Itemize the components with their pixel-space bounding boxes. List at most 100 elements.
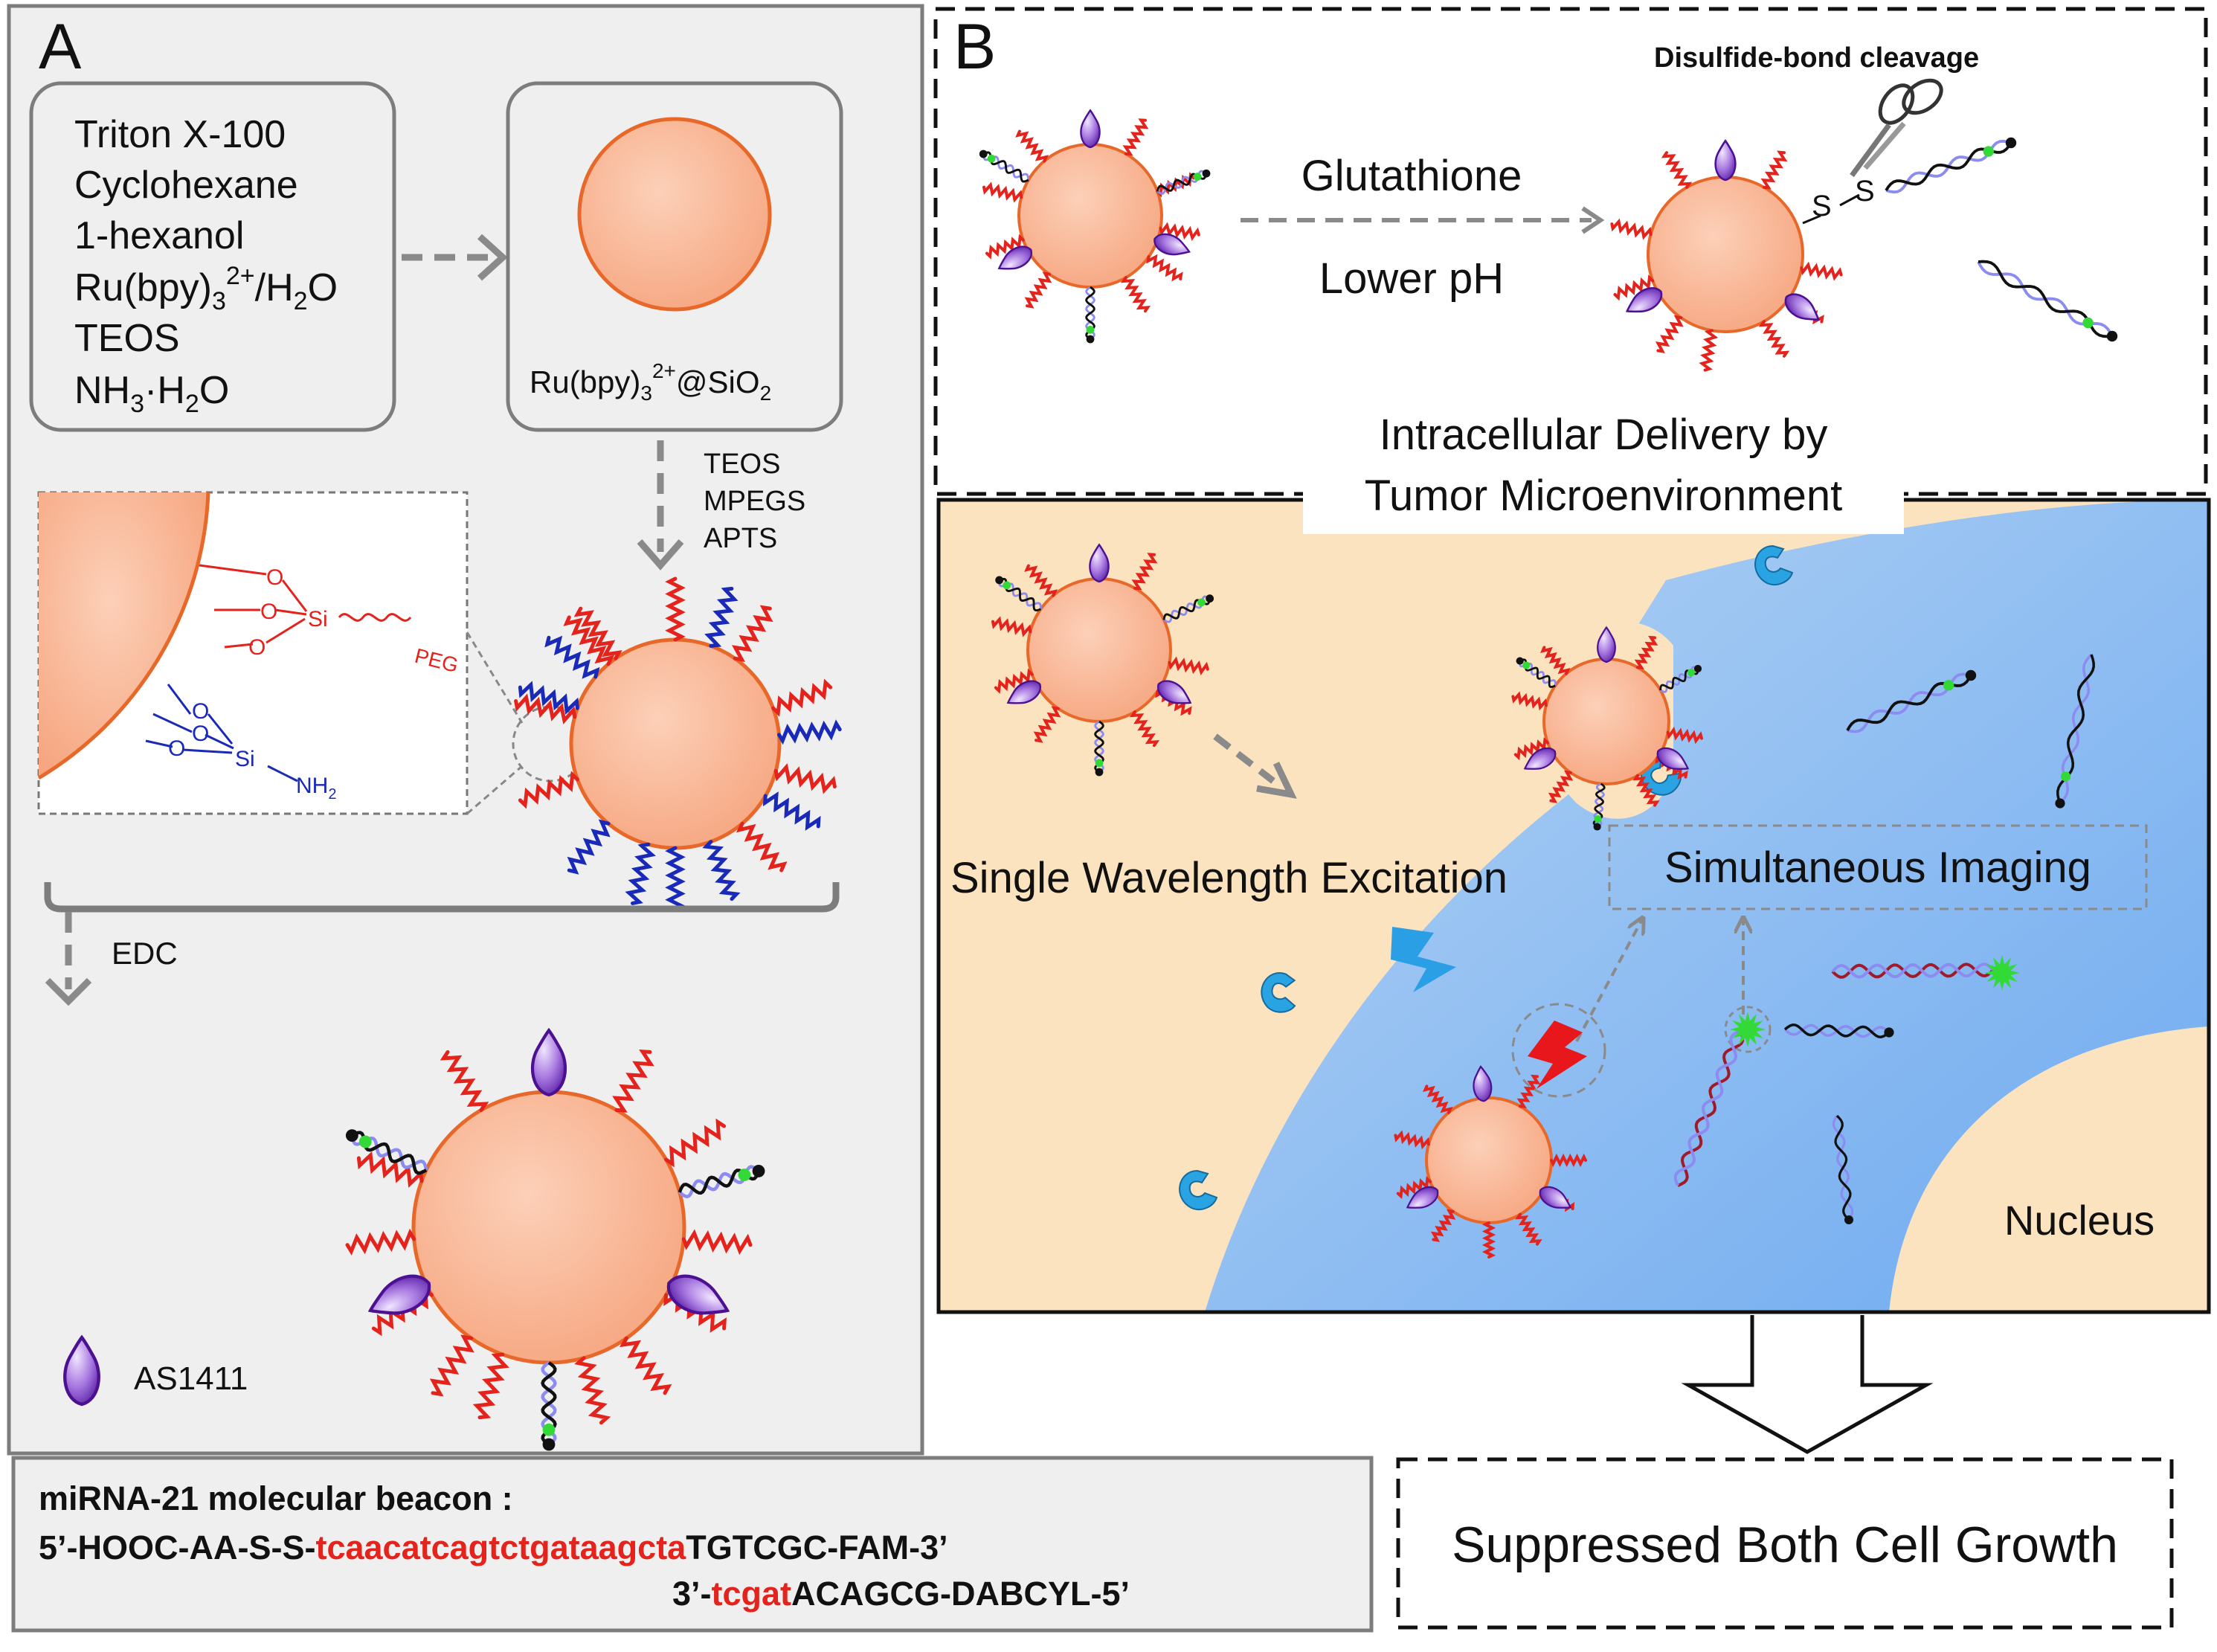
polymer-chain	[472, 1352, 509, 1420]
dabcyl-quencher	[1693, 664, 1702, 673]
mirna-duplex-strand	[1831, 962, 1995, 979]
dabcyl-quencher	[979, 150, 988, 158]
polymer-chain	[1129, 710, 1160, 748]
functionalization-reagents: TEOS MPEGS APTS	[704, 449, 805, 554]
polymer-chain	[1168, 656, 1209, 675]
nucleolin-receptor	[1754, 544, 1794, 586]
dabcyl-quencher	[1965, 669, 1977, 681]
lower-ph-label: Lower pH	[1319, 254, 1504, 303]
fam-fluorophore	[738, 1169, 751, 1181]
polymer-chain	[573, 606, 622, 661]
fam-fluorophore	[1943, 680, 1954, 691]
dabcyl-quencher	[1884, 1027, 1894, 1038]
fam-fluorophore	[1983, 146, 1994, 157]
polymer-chain	[1550, 1153, 1587, 1168]
mirna-duplex-strand	[1677, 1030, 1745, 1187]
svg-text:O: O	[192, 699, 209, 724]
polymer-chain	[1122, 118, 1149, 156]
core-label: Ru(bpy)32+@SiO2	[530, 359, 771, 405]
polymer-chain	[1613, 274, 1655, 301]
polymer-chain	[1513, 737, 1550, 761]
mirna-duplex-strand	[1831, 962, 1995, 979]
lightning-icon	[1391, 927, 1456, 992]
excitation-label: Single Wavelength Excitation	[950, 854, 1508, 902]
polymer-chain	[1430, 1209, 1456, 1242]
merge-bracket	[44, 882, 840, 913]
polymer-chain	[1655, 315, 1684, 353]
dabcyl-quencher	[345, 1129, 358, 1142]
polymer-chain	[994, 668, 1034, 694]
polymer-chain	[1548, 770, 1574, 803]
intracellular-nucleic-acids	[1673, 653, 2095, 1224]
delivery-caption-cover	[1303, 476, 1904, 534]
fam-fluorophore	[1197, 598, 1206, 607]
polymer-chain	[514, 693, 577, 724]
polymer-chain	[991, 616, 1032, 637]
polymer-chain	[664, 1118, 727, 1168]
polymer-chain	[429, 1334, 474, 1397]
reagent-apts: APTS	[704, 523, 777, 554]
outcome-box	[1396, 1457, 2174, 1630]
polymer-chain	[777, 719, 842, 745]
edc-label: EDC	[112, 936, 178, 971]
polymer-chain	[625, 842, 656, 905]
beacon-line2: 3’-tcgatACAGCG-DABCYL-5’	[672, 1575, 1130, 1613]
nucleus-label: Nucleus	[2004, 1197, 2155, 1244]
polymer-chain	[544, 635, 600, 679]
beacon-sequence-box	[11, 1456, 1374, 1633]
polymer-chain	[1396, 1176, 1432, 1200]
beacon-strand	[1783, 1023, 1891, 1038]
probe-outside-cell	[991, 544, 1214, 777]
imaging-label: Simultaneous Imaging	[1664, 843, 2091, 892]
glutathione-label: Glutathione	[1301, 152, 1522, 200]
nucleus	[1889, 1026, 2209, 1312]
polymer-chain	[518, 771, 579, 809]
polymer-chain	[518, 681, 579, 715]
svg-text:O: O	[168, 736, 185, 761]
polymer-chain	[612, 1050, 654, 1113]
polymer-chain	[1146, 254, 1183, 282]
fam-fluorophore	[2082, 317, 2094, 329]
polymer-chain	[1024, 564, 1058, 597]
green-callout	[1724, 1006, 1772, 1053]
polymer-chain	[702, 840, 741, 901]
polymer-chain	[681, 1229, 753, 1256]
polymer-chain	[665, 576, 686, 642]
fam-fluorophore	[1193, 173, 1202, 181]
reagent-ammonia: NH3·H2O	[74, 369, 229, 418]
probe-in-cytoplasm	[1394, 1064, 1587, 1259]
dabcyl-quencher	[995, 576, 1004, 585]
polymer-chain	[1120, 276, 1151, 313]
silica-core-particle	[577, 117, 772, 312]
reagent-hexanol: 1-hexanol	[74, 214, 244, 257]
polymer-chain	[1632, 774, 1660, 807]
dabcyl-quencher	[1516, 657, 1524, 665]
dabcyl-quencher	[2106, 330, 2118, 342]
svg-text:Si: Si	[308, 607, 328, 631]
fam-fluorophore	[1687, 669, 1696, 677]
polymer-chain	[1033, 706, 1061, 743]
polymer-chain	[1516, 1074, 1541, 1108]
polymer-chain	[1758, 320, 1790, 358]
panel-a-label: A	[39, 11, 82, 83]
polymer-chain	[1540, 646, 1571, 675]
nucleolin-receptor	[1179, 1169, 1218, 1211]
polymer-chain	[574, 1356, 611, 1425]
delivery-caption-line2-top: Tumor Microenvironment	[1365, 472, 1842, 520]
fam-fluorophore	[1086, 326, 1095, 334]
reagent-triton: Triton X-100	[74, 113, 286, 156]
emission-callout	[1511, 1003, 1606, 1098]
as1411-legend-label: AS1411	[134, 1360, 248, 1397]
functionalized-particle	[514, 576, 842, 911]
arrow-functionalization	[637, 440, 684, 571]
polymer-chain	[345, 1228, 416, 1256]
outcome-label: Suppressed Both Cell Growth	[1452, 1517, 2118, 1573]
outcome-arrow	[1681, 1315, 1934, 1454]
polymer-chain	[563, 615, 615, 666]
reagent-box	[29, 81, 396, 432]
nucleolin-receptor	[1261, 972, 1296, 1013]
polymer-chain	[731, 605, 773, 662]
arrow-edc	[45, 912, 92, 1006]
arrow-release	[1241, 206, 1605, 234]
